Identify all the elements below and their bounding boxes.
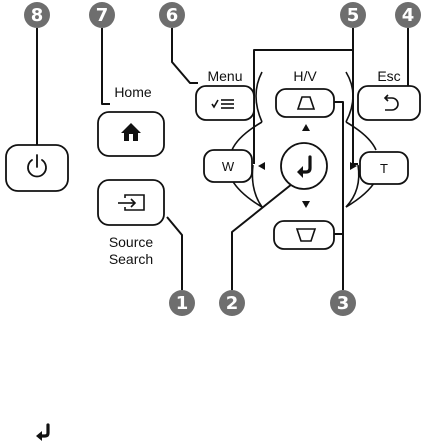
- wide-button-label: W: [222, 159, 235, 174]
- tele-button[interactable]: T: [360, 152, 408, 184]
- svg-text:2: 2: [226, 293, 239, 314]
- badge-4: 4: [395, 2, 421, 28]
- legend-enter-icon: [36, 425, 48, 441]
- menu-label: Menu: [207, 68, 242, 84]
- down-arrow-icon[interactable]: [302, 201, 310, 208]
- svg-text:7: 7: [96, 5, 109, 26]
- badge-6: 6: [159, 2, 185, 28]
- wide-button[interactable]: W: [204, 150, 252, 182]
- badge-7: 7: [89, 2, 115, 28]
- enter-button[interactable]: [281, 143, 327, 189]
- home-button[interactable]: [98, 112, 164, 156]
- callout-line-1: [167, 217, 182, 290]
- svg-text:1: 1: [176, 293, 189, 314]
- source-label-line1: Source: [109, 234, 154, 250]
- keystone-up-button[interactable]: [276, 89, 334, 117]
- svg-text:4: 4: [402, 5, 415, 26]
- badge-1: 1: [169, 290, 195, 316]
- keystone-down-button[interactable]: [274, 221, 334, 249]
- svg-text:8: 8: [31, 5, 44, 26]
- power-button[interactable]: [6, 145, 68, 191]
- menu-button[interactable]: [196, 86, 254, 120]
- callout-line-6: [172, 28, 198, 83]
- callout-line-3: [330, 102, 343, 290]
- home-label: Home: [114, 84, 152, 100]
- callout-line-7: [102, 28, 110, 104]
- left-arrow-icon[interactable]: [258, 162, 265, 170]
- esc-button[interactable]: [358, 86, 420, 120]
- up-arrow-icon[interactable]: [302, 124, 310, 131]
- source-label-line2: Search: [109, 251, 153, 267]
- badge-3: 3: [330, 290, 356, 316]
- badge-2: 2: [219, 290, 245, 316]
- svg-text:3: 3: [337, 293, 350, 314]
- tele-button-label: T: [380, 161, 388, 176]
- badge-8: 8: [24, 2, 50, 28]
- badge-5: 5: [340, 2, 366, 28]
- esc-label: Esc: [377, 68, 400, 84]
- svg-text:5: 5: [347, 5, 360, 26]
- svg-text:6: 6: [166, 5, 179, 26]
- source-search-button[interactable]: [98, 180, 164, 225]
- hv-label: H/V: [293, 68, 317, 84]
